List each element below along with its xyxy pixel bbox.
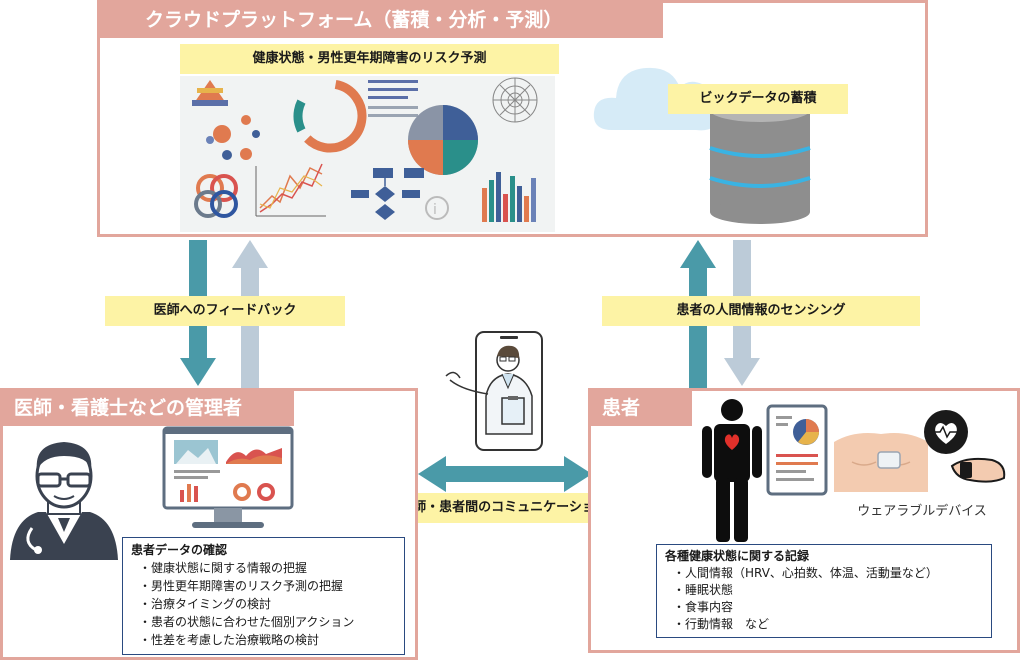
cloud-platform-title: クラウドプラットフォーム（蓄積・分析・予測） (97, 2, 663, 38)
chest-sensor-icon (834, 433, 928, 492)
info-icon (425, 196, 449, 220)
patient-record-item: 睡眠状態 (673, 582, 983, 599)
doctor-panel-title: 医師・看護士などの管理者 (0, 390, 294, 426)
monitor-dashboard-icon (162, 426, 294, 528)
radar-chart-icon (492, 77, 538, 123)
doctor-data-item: 患者の状態に合わせた個別アクション (139, 613, 396, 631)
patient-record-box-title: 各種健康状態に関する記録 (665, 549, 810, 563)
bar-chart-icon (482, 172, 536, 222)
doctor-avatar-icon (10, 442, 118, 560)
cloud-icon (593, 67, 719, 131)
patient-record-box: 各種健康状態に関する記録 人間情報（HRV、心拍数、体温、活動量など） 睡眠状態… (656, 544, 992, 638)
feedback-label: 医師へのフィードバック (105, 296, 345, 326)
doctor-data-list: 健康状態に関する情報の把握 男性更年期障害のリスク予測の把握 治療タイミングの検… (131, 559, 396, 649)
smartwatch-heart-icon (924, 410, 1006, 483)
svg-text:i: i (433, 202, 437, 218)
analytics-dashboard-illustration: i (180, 76, 555, 232)
patient-record-item: 行動情報 など (673, 616, 983, 633)
venn-diagram-icon (196, 174, 224, 202)
doctor-data-item: 性差を考慮した治療戦略の検討 (139, 631, 396, 649)
doctor-data-item: 健康状態に関する情報の把握 (139, 559, 396, 577)
risk-prediction-label: 健康状態・男性更年期障害のリスク予測 (180, 44, 559, 74)
telemedicine-phone-icon (445, 331, 543, 451)
doctor-data-item: 治療タイミングの検討 (139, 595, 396, 613)
database-icon (709, 98, 811, 224)
flowchart-icon (351, 168, 424, 220)
patient-body-icon (702, 399, 762, 542)
tablet-chart-icon (766, 404, 828, 496)
bigdata-label: ビックデータの蓄積 (668, 84, 848, 114)
bubble-chart-icon (213, 125, 231, 143)
pie-chart-icon (408, 105, 478, 175)
sensing-label: 患者の人間情報のセンシング (602, 296, 920, 326)
doctor-data-box-title: 患者データの確認 (131, 543, 228, 557)
patient-record-item: 人間情報（HRV、心拍数、体温、活動量など） (673, 565, 983, 582)
patient-record-item: 食事内容 (673, 599, 983, 616)
patient-panel-title: 患者 (588, 390, 692, 426)
doctor-data-box: 患者データの確認 健康状態に関する情報の把握 男性更年期障害のリスク予測の把握 … (122, 537, 405, 655)
patient-record-list: 人間情報（HRV、心拍数、体温、活動量など） 睡眠状態 食事内容 行動情報 など (665, 565, 983, 633)
communication-double-arrow (418, 456, 592, 492)
wearable-device-label: ウェアラブルデバイス (857, 504, 987, 519)
line-chart-icon (255, 163, 326, 217)
doctor-data-item: 男性更年期障害のリスク予測の把握 (139, 577, 396, 595)
